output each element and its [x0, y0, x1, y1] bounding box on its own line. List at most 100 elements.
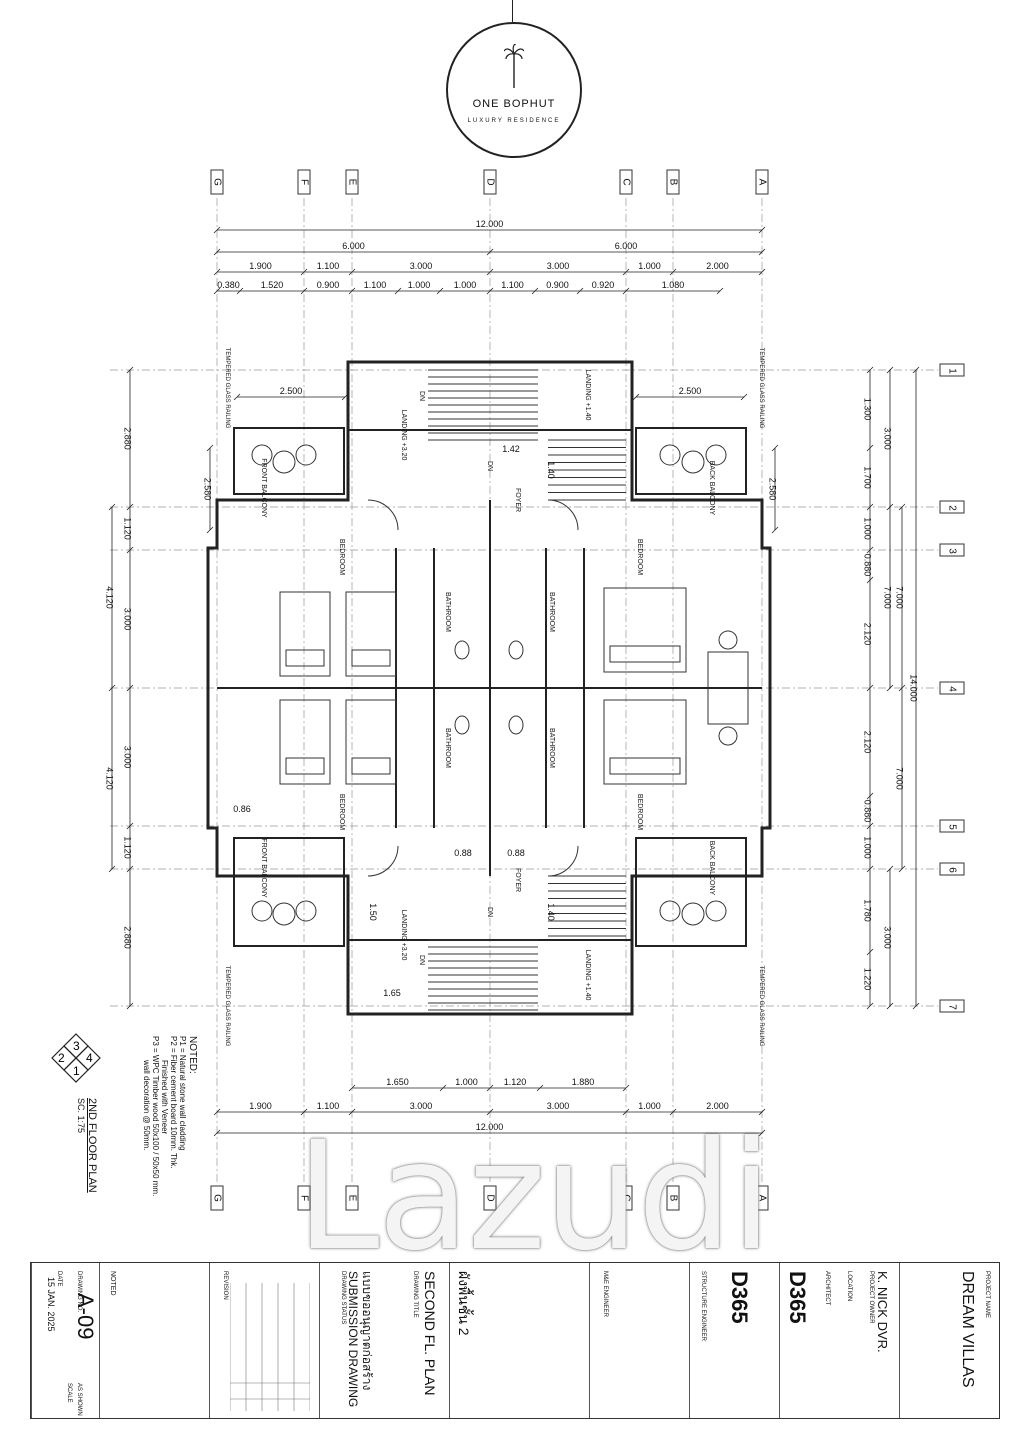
tb-architect-column: ARCHITECT D365 LOCATION PROJECT OWNER K.…: [779, 1263, 900, 1418]
dim-right-group-lower-tick: [886, 1002, 894, 1010]
dim-right-group-mid-tick: [898, 865, 906, 873]
dim-right-seg-tick: [866, 546, 874, 554]
dim-left-seg-tick: [126, 865, 134, 873]
dim-balcony-width-value: 2.500: [679, 386, 702, 396]
tb-structure-label: STRUCTURE ENGINEER: [700, 1271, 706, 1342]
grid-label-top: G: [211, 178, 222, 186]
balcony-table: [272, 902, 296, 926]
dim-right-seg-tick: [866, 576, 874, 584]
balcony-chair: [295, 444, 317, 466]
dim-right-group-mid-value: 7.000: [895, 767, 905, 790]
dim-top-half-tick: [758, 248, 766, 256]
dim-top-row3-tick: [486, 287, 494, 295]
room-label-bedroom: BEDROOM: [338, 794, 345, 830]
dim-right-group-upper-value: 7.000: [883, 586, 893, 609]
dim-bottom-row2-tick: [300, 1108, 308, 1116]
tb-drawing-title: SECOND FL. PLAN: [422, 1271, 438, 1396]
grid-label-side: 1: [946, 368, 957, 374]
room-label-front-balcony: FRONT BALCONY: [260, 458, 267, 518]
room-label-landing: LANDING +3.20: [400, 410, 407, 461]
title-block: DRAWING NO. A-09 DATE 15 JAN. 2025 SCALE…: [30, 1262, 1000, 1419]
grid-bubble-side: [939, 819, 965, 833]
room-label-foyer: FOYER: [514, 488, 521, 512]
dim-bottom-row2-value: 3.000: [410, 1101, 433, 1111]
dim-top-row2-tick: [348, 268, 356, 276]
dim-bottom-row1-tick: [486, 1084, 494, 1092]
dim-bottom-row1-value: 1.120: [504, 1077, 527, 1087]
room-label-bedroom: BEDROOM: [636, 794, 643, 830]
dim-bottom-row1-tick: [348, 1084, 356, 1092]
dim-top-row2-tick: [669, 268, 677, 276]
dim-bottom-row2-value: 1.900: [249, 1101, 272, 1111]
key-plan-cell-top: 3: [73, 1039, 80, 1053]
dim-balcony-width-tick: [740, 393, 748, 401]
balcony-chair: [251, 444, 273, 466]
dim-balcony-width-tick: [632, 393, 640, 401]
dim-top-row3-tick: [236, 287, 244, 295]
balcony-chair: [251, 900, 273, 922]
balcony-chair: [659, 900, 681, 922]
dim-right-group-upper-tick: [886, 366, 894, 374]
dim-bottom-row1-tick: [622, 1084, 630, 1092]
dim-top-row2-value: 1.100: [317, 261, 340, 271]
bed: [603, 587, 687, 673]
tb-scale-label: SCALE: [66, 1383, 72, 1403]
grid-label-side: 3: [946, 548, 957, 554]
dim-right-seg-tick: [866, 684, 874, 692]
tb-thai-title-column: ผังพื้นชั้น 2: [449, 1263, 590, 1418]
dim-left-seg-value: 3.000: [123, 608, 133, 631]
balcony-outline: [233, 837, 345, 947]
dim-left-group-tick: [108, 684, 116, 692]
grid-bubble-bottom: [483, 1185, 497, 1211]
plan-scale: SC. 1:75: [76, 1098, 86, 1134]
balcony-chair: [705, 900, 727, 922]
door-swing: [547, 845, 579, 877]
grid-bubble-top: [666, 169, 680, 195]
notes-heading: NOTED:: [187, 1036, 198, 1074]
key-plan-cell-left: 2: [58, 1051, 65, 1065]
grid-label-top: F: [298, 179, 309, 185]
watermark: Lazudi: [296, 1110, 772, 1284]
grid-label-side: 5: [946, 824, 957, 830]
room-label-bathroom: BATHROOM: [444, 592, 451, 632]
toilet: [508, 640, 524, 660]
dim-top-total-tick: [758, 226, 766, 234]
grid-bubble-top: [619, 169, 633, 195]
dim-left-seg-tick: [126, 1002, 134, 1010]
dim-top-row2-tick: [758, 268, 766, 276]
tb-date-column: DRAWING NO. A-09 DATE 15 JAN. 2025 SCALE…: [31, 1263, 100, 1418]
room-label-back-balcony: BACK BALCONY: [708, 461, 715, 516]
dim-top-row2-tick: [622, 268, 630, 276]
bed: [279, 699, 331, 785]
tb-revision-column: REVISION: [209, 1263, 320, 1418]
tb-project-name: DREAM VILLAS: [959, 1271, 976, 1388]
note-p3: P3 = WPC Timber wood 50x100 / 50x50 mm.: [151, 1036, 160, 1197]
tb-drawing-no: A-09: [73, 1293, 98, 1340]
tb-owner-label: PROJECT OWNER: [868, 1271, 874, 1324]
dim-bottom-row2-tick: [669, 1108, 677, 1116]
tb-structure-logo: D365: [727, 1271, 752, 1324]
stair-direction-label: DN: [418, 391, 425, 401]
dim-bottom-row2-tick: [486, 1108, 494, 1116]
dim-window-inner: 0.86: [233, 804, 251, 814]
room-label-bathroom: BATHROOM: [548, 728, 555, 768]
dim-right-side-value: 2.580: [768, 478, 778, 501]
tb-location-label: LOCATION: [846, 1271, 852, 1302]
dim-bottom-total-value: 12.000: [476, 1122, 504, 1132]
tb-structure-column: STRUCTURE ENGINEER D365: [689, 1263, 780, 1418]
grid-label-bottom: F: [298, 1195, 309, 1201]
grid-bubble-top: [297, 169, 311, 195]
dim-stair-inner: 1.42: [502, 444, 520, 454]
dim-top-row3-value: 0.900: [546, 280, 569, 290]
dim-left-seg-tick: [126, 684, 134, 692]
balcony-chair: [659, 444, 681, 466]
dim-top-total-tick: [213, 226, 221, 234]
note-p2: P2 = Fiber cement board 10mm. Thk.: [169, 1036, 178, 1169]
note-p1: P1 = Natural stone wall cladding: [178, 1036, 187, 1151]
dim-bottom-row2-tick: [348, 1108, 356, 1116]
label-glass-railing: TEMPERED GLASS RAILING: [758, 966, 764, 1047]
room-label-landing: LANDING +3.20: [400, 910, 407, 961]
dim-right-total-tick: [912, 1002, 920, 1010]
dim-top-half-tick: [486, 248, 494, 256]
dim-left-seg-value: 1.120: [123, 517, 133, 540]
